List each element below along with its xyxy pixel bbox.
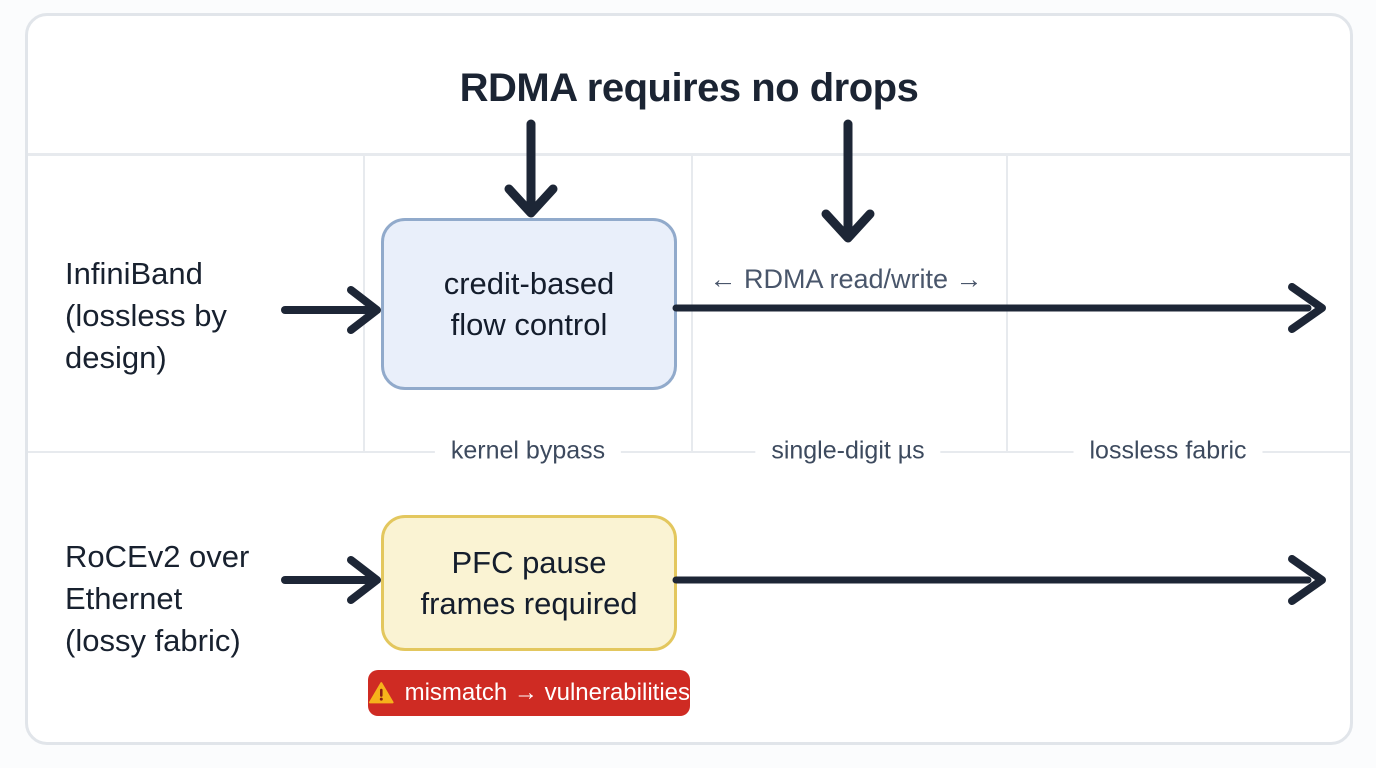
column-label-kernel-bypass: kernel bypass xyxy=(434,434,622,468)
mismatch-warning-label: mismatch → vulnerabilities xyxy=(404,679,690,706)
row-divider xyxy=(28,451,1350,453)
credit-flow-control-box: credit-based flow control xyxy=(381,218,677,390)
column-divider-3 xyxy=(1006,153,1008,451)
arrow-down-icon xyxy=(821,119,875,243)
warning-icon xyxy=(368,682,394,704)
arrow-right-icon xyxy=(672,555,1326,605)
credit-flow-control-box-label: credit-based flow control xyxy=(443,266,615,342)
row-label-rocev2: RoCEv2 over Ethernet (lossy fabric) xyxy=(65,539,250,658)
column-label-single-digit-us: single-digit µs xyxy=(755,434,941,468)
pfc-pause-frames-box-label: PFC pause frames required xyxy=(420,545,638,621)
row-label-infiniband: InfiniBand (lossless by design) xyxy=(65,256,227,375)
rdma-readwrite-caption: ← RDMA read/write → xyxy=(709,264,983,294)
diagram-title: RDMA requires no drops xyxy=(459,66,919,110)
arrow-down-icon xyxy=(504,119,558,218)
mismatch-warning-badge: mismatch → vulnerabilities xyxy=(368,670,690,716)
arrow-right-icon xyxy=(281,556,381,604)
arrow-right-icon xyxy=(672,283,1326,333)
pfc-pause-frames-box: PFC pause frames required xyxy=(381,515,677,651)
column-divider-2 xyxy=(691,153,693,451)
arrow-right-icon xyxy=(281,286,381,334)
column-label-lossless-fabric: lossless fabric xyxy=(1073,434,1263,468)
diagram-card: RDMA requires no drops InfiniBand (lossl… xyxy=(25,13,1353,745)
header-divider xyxy=(28,153,1350,156)
